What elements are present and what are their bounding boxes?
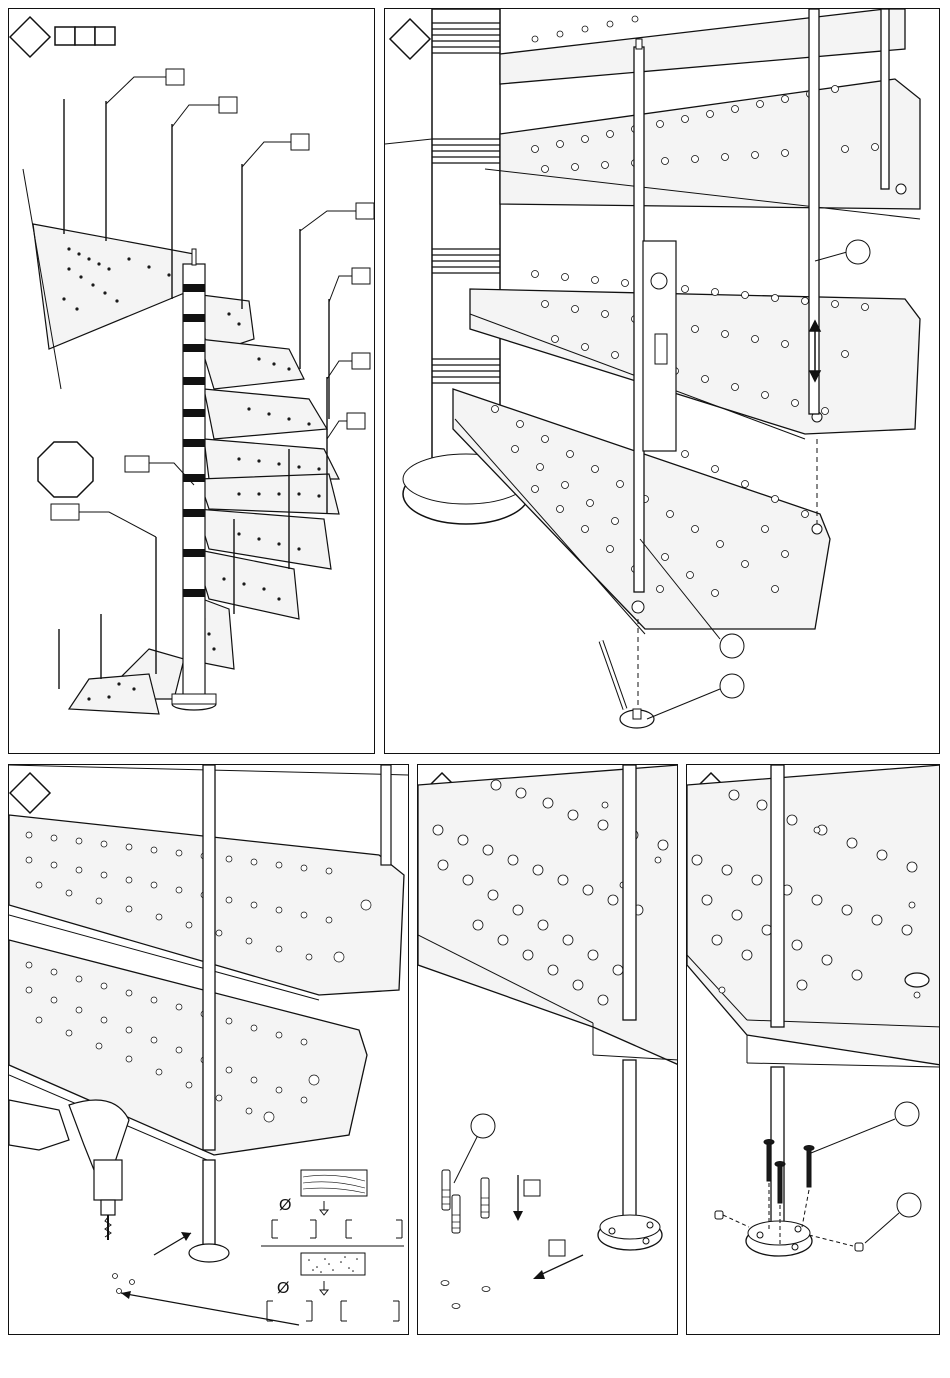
panel-screw-fix [686,764,940,1335]
callout-circle [471,1114,495,1138]
step-diamond [10,773,50,813]
panel-overview [8,8,375,754]
callout-box-8 [125,456,149,472]
treads [453,9,920,629]
arrow-to-table [121,1293,299,1325]
panel-plugs-insert [417,764,678,1335]
callout-circle-1 [846,240,870,264]
tread-bolt-hole [905,973,929,987]
plate-hole [647,1222,653,1228]
arrow-head [121,1291,131,1299]
step-box-2 [549,1240,565,1256]
arrow-head [181,1232,191,1241]
panel-drill-floor: Ø Ø [8,764,409,1335]
plate-hole [643,1238,649,1244]
baluster-lower [771,1067,784,1235]
callout-circle-2 [720,634,744,658]
callout-circle-2 [897,1193,921,1217]
down-arrow-2-head [320,1290,328,1295]
step-box-3 [95,27,115,45]
cap-dash-left [723,1215,749,1227]
callout-box-4 [356,203,374,219]
callout-line [454,1135,478,1183]
overview-drawing [9,9,375,754]
bracket-left-4 [341,1301,347,1321]
floor-plate-pin [633,709,641,719]
callout-circle-1 [895,1102,919,1126]
level-vial [655,334,667,364]
step-box-1 [55,27,75,45]
baluster-lower [203,1160,215,1245]
callout-circle-3 [720,674,744,698]
tread [687,765,940,1065]
baluster-lower [623,1060,636,1230]
bracket-right-3 [306,1301,312,1321]
tread-bolt-hole [812,524,822,534]
wall-plug-icons [442,1170,489,1233]
plate-hole [609,1228,615,1234]
baluster [623,765,636,1020]
diagonal-arrow [540,1255,583,1275]
callout-box-7 [347,413,365,429]
callout-box-3 [291,134,309,150]
baluster-back [381,765,391,865]
column-base-plate [172,694,216,704]
column-top-pin [192,249,196,265]
bracket-right-4 [393,1301,399,1321]
cover-cap-left [715,1211,723,1219]
drill-icon [9,1100,129,1240]
baluster-back [881,9,889,189]
down-arrow-head [513,1211,523,1221]
step-diamond [10,17,50,57]
callout-box-5 [352,268,370,284]
bracket-right-2 [396,1220,402,1238]
bracket-right-1 [310,1220,316,1238]
wood-texture-icon [301,1170,367,1196]
callout-box-6 [352,353,370,369]
down-arrow-1-head [320,1210,328,1215]
loose-baluster-inner [601,641,625,709]
diagonal-arrow-head [533,1270,545,1279]
floor-hole-marks [113,1274,135,1294]
bracket-left-3 [267,1301,273,1321]
landing-tread [33,224,194,349]
octagon-symbol [38,442,93,497]
panel-baluster-fit [384,8,940,754]
bracket-left-2 [346,1220,352,1238]
baluster [771,765,784,1027]
floor-line [385,139,432,144]
plate-hole [792,1244,798,1250]
floor-hole-marks [441,1281,490,1309]
tread-bolt-hole [896,184,906,194]
callout-line [865,1213,899,1243]
screw-fix-drawing [687,765,940,1335]
baluster-left-tip [636,39,642,49]
step-diamond [390,19,430,59]
cap-dash-right [809,1235,853,1246]
plugs-insert-drawing [418,765,678,1335]
baluster-right [809,9,819,414]
callout-box-2 [219,97,237,113]
floor-plate [189,1244,229,1262]
level-bubble [651,273,667,289]
diameter-symbol-2: Ø [277,1280,289,1297]
callout-box-1 [166,69,184,85]
central-column [183,264,205,704]
drill-floor-drawing: Ø Ø [9,765,409,1335]
baluster-fit-drawing [385,9,940,754]
callout-line [811,1119,895,1153]
callout-box-9 [51,504,79,520]
cover-cap-right [855,1243,863,1251]
diameter-symbol-1: Ø [279,1197,291,1214]
plate-hole [757,1232,763,1238]
bracket-left-1 [272,1220,278,1238]
concrete-texture-icon [301,1253,365,1275]
tread-bolt-hole [632,601,644,613]
step-box-1 [524,1180,540,1196]
baluster [203,765,215,1150]
plate-hole [795,1226,801,1232]
step-box-2 [75,27,95,45]
